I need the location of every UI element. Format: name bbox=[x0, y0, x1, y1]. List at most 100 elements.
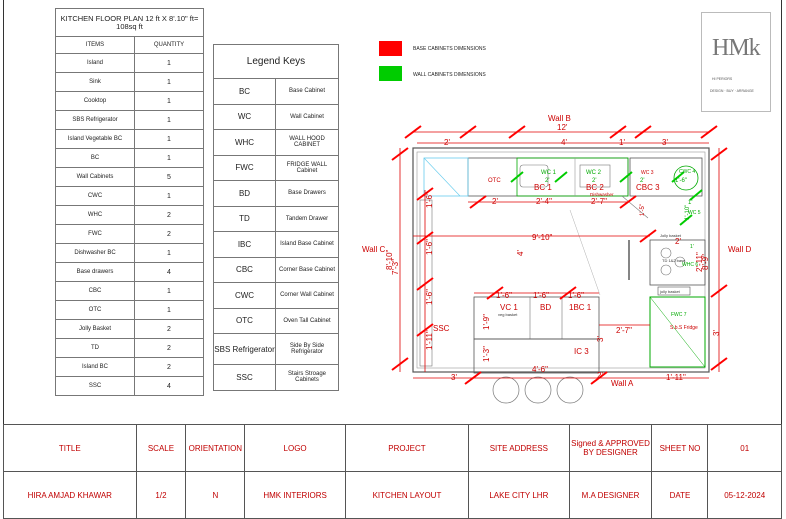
bd-label: BD bbox=[540, 303, 551, 312]
dim-v-3: 3' bbox=[596, 336, 605, 342]
wall-d-label: Wall D bbox=[728, 245, 751, 254]
title-block-header: SITE ADDRESS bbox=[468, 424, 570, 472]
dim-island-2-7: 2'-7" bbox=[616, 326, 632, 335]
dim-overall-height: 8'-10" bbox=[385, 249, 394, 270]
base-cabinet-color-swatch bbox=[379, 41, 402, 56]
wall-cabinet-color-swatch bbox=[379, 66, 402, 81]
legend-description: Corner Wall Cabinet bbox=[275, 282, 339, 309]
kitchen-floor-plan: Wall B 12' 2' 4' 1' 3' Wall C Wall D Wal… bbox=[362, 114, 751, 404]
wc2-label: WC 2 bbox=[586, 170, 602, 176]
base-dimension-lines bbox=[399, 131, 720, 379]
fridge-diagonal bbox=[649, 296, 706, 368]
wall-b-label: Wall B bbox=[548, 114, 571, 123]
td-label: TD 1&2 base bbox=[662, 258, 686, 263]
legend-description: Wall Cabinet bbox=[275, 103, 339, 130]
dim-wc-1-5: 1'-5" bbox=[640, 204, 646, 216]
cwc-circle bbox=[673, 165, 699, 191]
title-block-header: SHEET NO bbox=[651, 424, 709, 472]
ssc-label: SSC bbox=[433, 324, 450, 333]
otc-cabinet bbox=[423, 157, 469, 197]
legend-description: Island Base Cabinet bbox=[275, 231, 339, 258]
dim-v-1-3: 1'-3" bbox=[482, 346, 491, 362]
sink-icon bbox=[519, 164, 549, 188]
legend-key: WC bbox=[213, 103, 276, 130]
legend-description: Corner Base Cabinet bbox=[275, 256, 339, 283]
dim-wc-1: 1' bbox=[688, 200, 692, 206]
dimension-ticks bbox=[391, 125, 728, 385]
corner-cabinet bbox=[629, 157, 703, 197]
dim-left-1-6a: 1'-6" bbox=[425, 192, 434, 208]
right-frame-line bbox=[781, 0, 782, 424]
wc3-label: WC 3 bbox=[641, 170, 654, 176]
cooktop-cabinet bbox=[649, 239, 706, 286]
wall-a-label: Wall A bbox=[611, 379, 634, 388]
sbs-fridge-label: S.b.S Fridge bbox=[670, 325, 698, 331]
dim-top-1: 1' bbox=[619, 138, 625, 147]
wall-cabinet-key-label: WALL CABINETS DIMENSIONS bbox=[413, 72, 486, 78]
cbc3-label: CBC 3 bbox=[636, 183, 660, 192]
legend-description: WALL HOOD CABINET bbox=[275, 129, 339, 156]
title-block-header: 01 bbox=[707, 424, 782, 472]
legend-description: Stairs Stroage Cabinets bbox=[275, 364, 339, 391]
legend-key: CBC bbox=[213, 256, 276, 283]
whc6-label: WHC 6 bbox=[682, 262, 698, 268]
logo-line-2: DESIGN · BUY · ARRANGE bbox=[710, 89, 754, 93]
dim-mid-2-4: 2'-4" bbox=[536, 197, 552, 206]
legend-title: Legend Keys bbox=[213, 44, 339, 79]
dim-mid-2-7: 2'-7" bbox=[591, 197, 607, 206]
dim-right-3: 3' bbox=[712, 330, 721, 336]
item-quantity: 4 bbox=[134, 376, 204, 396]
hmk-logo: HMk bbox=[712, 35, 761, 61]
title-block-header: SCALE bbox=[135, 424, 187, 472]
cwc4-label: CWC 4 bbox=[679, 169, 695, 175]
title-block-header: LOGO bbox=[244, 424, 346, 472]
title-block-header: Signed & APPROVED BY DESIGNER bbox=[568, 424, 653, 472]
stair-step bbox=[621, 195, 649, 219]
items-table: KITCHEN FLOOR PLAN 12 ft X 8'.10" ft= 10… bbox=[55, 8, 204, 396]
item-quantity: 1 bbox=[134, 129, 204, 149]
legend-description: Tandem Drawer bbox=[275, 205, 339, 232]
jolly-basket-right bbox=[657, 286, 691, 296]
dim-overall-width: 12' bbox=[557, 123, 568, 132]
dim-v-1-9: 1'-9" bbox=[482, 314, 491, 330]
legend-key: IBC bbox=[213, 231, 276, 258]
stool-3-icon bbox=[556, 376, 584, 404]
dim-left-1-11: 1'-11" bbox=[425, 330, 434, 350]
bc1-label: BC 1 bbox=[534, 183, 552, 192]
title-block-value: DATE bbox=[651, 471, 709, 519]
left-frame-line bbox=[3, 0, 4, 424]
legend-key: SSC bbox=[213, 364, 276, 391]
dim-mid-2: 2' bbox=[492, 197, 498, 206]
fwc7-label: FWC 7 bbox=[671, 312, 687, 318]
title-block-value: M.A DESIGNER bbox=[568, 471, 653, 519]
stool-2-icon bbox=[524, 376, 552, 404]
title-block-value: 1/2 bbox=[135, 471, 187, 519]
burner-1-icon bbox=[660, 247, 672, 259]
dim-height-c: 7'-3" bbox=[391, 259, 400, 275]
island-diagonal bbox=[569, 209, 601, 296]
wc5-label: WC 5 bbox=[688, 210, 701, 216]
dim-island-1-6c: 1'-6" bbox=[568, 291, 584, 300]
dim-left-1-6c: 1'-6" bbox=[425, 289, 434, 305]
dishwasher-icon bbox=[579, 164, 611, 188]
title-block-value: HMK INTERIORS bbox=[244, 471, 346, 519]
dim-wc-2c: 2' bbox=[640, 178, 644, 184]
ibc1-label: 1BC 1 bbox=[569, 303, 592, 312]
dim-island-1-6b: 1'-6" bbox=[533, 291, 549, 300]
dim-top-2: 2' bbox=[444, 138, 450, 147]
dishwasher-label: Dishwasher bbox=[590, 192, 614, 197]
stairs-outline bbox=[419, 199, 433, 367]
